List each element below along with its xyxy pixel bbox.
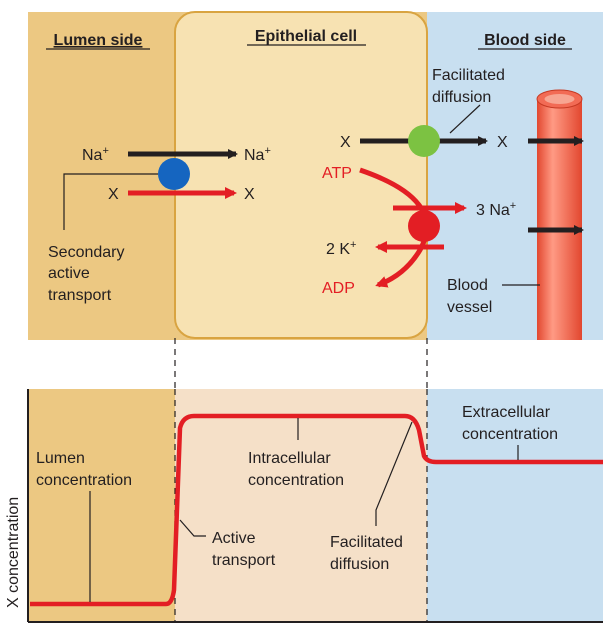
blood-vessel xyxy=(536,89,583,340)
blood-vessel-label-2: vessel xyxy=(447,299,492,316)
x-blood-label: X xyxy=(497,134,508,151)
top-panel: Lumen side Epithelial cell Blood side Na… xyxy=(28,11,603,340)
header-blood-side: Blood side xyxy=(484,32,566,49)
lumen-conc-label-2: concentration xyxy=(36,472,132,489)
facilitated-diffusion-label-1: Facilitated xyxy=(330,534,403,551)
header-epithelial-cell: Epithelial cell xyxy=(255,28,357,45)
lumen-conc-label-1: Lumen xyxy=(36,450,85,467)
facilitated-diffusion-callout xyxy=(375,421,413,526)
facilitated-transporter xyxy=(408,125,440,157)
na3-label: 3 Na+ xyxy=(476,200,516,219)
active-transport-label-1: Active xyxy=(212,530,256,547)
na-out-label: Na+ xyxy=(244,145,271,164)
secondary-label-1: Secondary xyxy=(48,244,125,261)
epithelial-cell xyxy=(174,11,428,339)
symporter-protein xyxy=(158,158,190,190)
header-lumen-side: Lumen side xyxy=(54,32,143,49)
concentration-curve xyxy=(30,413,603,607)
x-cell-label: X xyxy=(340,134,351,151)
plot-cell-region xyxy=(175,389,427,622)
facilitated-callout-line xyxy=(449,104,481,134)
x-out-label: X xyxy=(244,186,255,203)
y-axis-label: X concentration xyxy=(5,497,22,608)
adp-label: ADP xyxy=(322,280,355,297)
plot-blood-region xyxy=(427,389,603,622)
plot-lumen-region xyxy=(28,389,175,622)
extra-conc-label-1: Extracellular xyxy=(462,404,551,421)
concentration-plot: X concentration Lumen concentration Intr… xyxy=(5,389,603,623)
k-label: 2 K+ xyxy=(326,239,356,258)
blood-vessel-label-1: Blood xyxy=(447,277,488,294)
atp-label: ATP xyxy=(322,165,352,182)
facilitated-label-1: Facilitated xyxy=(432,67,505,84)
facilitated-diffusion-label-2: diffusion xyxy=(330,556,389,573)
active-transport-label-2: transport xyxy=(212,552,276,569)
intra-conc-label-2: concentration xyxy=(248,472,344,489)
extra-conc-label-2: concentration xyxy=(462,426,558,443)
active-transport-callout xyxy=(179,519,206,537)
intra-conc-label-1: Intracellular xyxy=(248,450,331,467)
x-in-label: X xyxy=(108,186,119,203)
lumen-region xyxy=(28,12,178,340)
secondary-label-2: active xyxy=(48,265,90,282)
na-k-pump xyxy=(408,210,440,242)
na-in-label: Na+ xyxy=(82,145,109,164)
secondary-label-3: transport xyxy=(48,287,112,304)
secondary-callout-line xyxy=(63,173,158,230)
facilitated-label-2: diffusion xyxy=(432,89,491,106)
